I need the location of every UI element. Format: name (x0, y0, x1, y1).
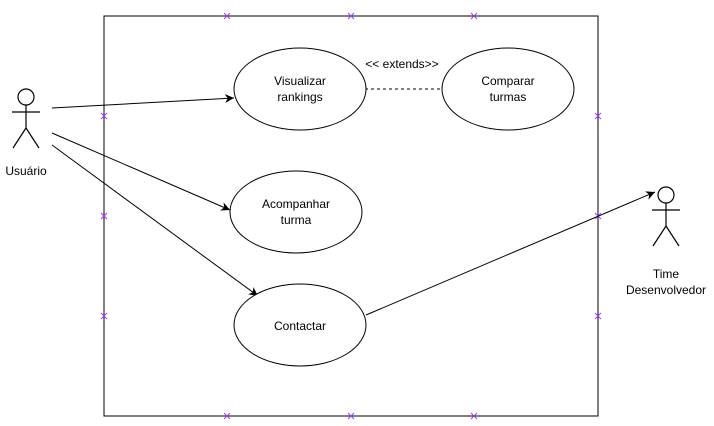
handle-icon (470, 12, 478, 20)
actor-head (17, 88, 35, 106)
handle-icon (100, 112, 108, 120)
use-case-contactar[interactable] (233, 283, 367, 367)
use-case-comparar-line1: Comparar (481, 74, 534, 88)
actor-head (657, 186, 675, 204)
actor-time-label-line2: Desenvolvedor (626, 283, 706, 297)
use-case-comparar-turmas[interactable] (441, 47, 575, 131)
handle-icon (470, 412, 478, 420)
use-case-visualizar-rankings[interactable] (233, 47, 367, 131)
use-case-acompanhar-turma[interactable] (229, 170, 363, 254)
association-contactar-time[interactable] (365, 191, 656, 316)
actor-time-desenvolvedor[interactable] (652, 186, 680, 247)
handle-icon (100, 312, 108, 320)
handle-icon (347, 412, 355, 420)
use-case-acompanhar-line1: Acompanhar (262, 197, 330, 211)
association-usuario-contactar[interactable] (51, 144, 259, 297)
handle-icon (347, 12, 355, 20)
association-usuario-acompanhar[interactable] (51, 132, 231, 211)
use-case-acompanhar-line2: turma (281, 213, 312, 227)
use-case-visualizar-line1: Visualizar (274, 74, 326, 88)
handle-icon (223, 412, 231, 420)
extends-label: << extends>> (365, 57, 438, 71)
actor-time-label-line1: Time (653, 267, 680, 281)
actor-usuario-label: Usuário (5, 164, 47, 178)
handle-icon (100, 212, 108, 220)
handle-icon (594, 312, 602, 320)
actor-usuario[interactable] (12, 88, 40, 149)
association-usuario-visualizar[interactable] (51, 94, 235, 109)
handle-icon (223, 12, 231, 20)
handle-icon (594, 112, 602, 120)
use-case-visualizar-line2: rankings (277, 90, 322, 104)
use-case-comparar-line2: turmas (490, 90, 527, 104)
use-case-contactar-line1: Contactar (274, 319, 326, 333)
